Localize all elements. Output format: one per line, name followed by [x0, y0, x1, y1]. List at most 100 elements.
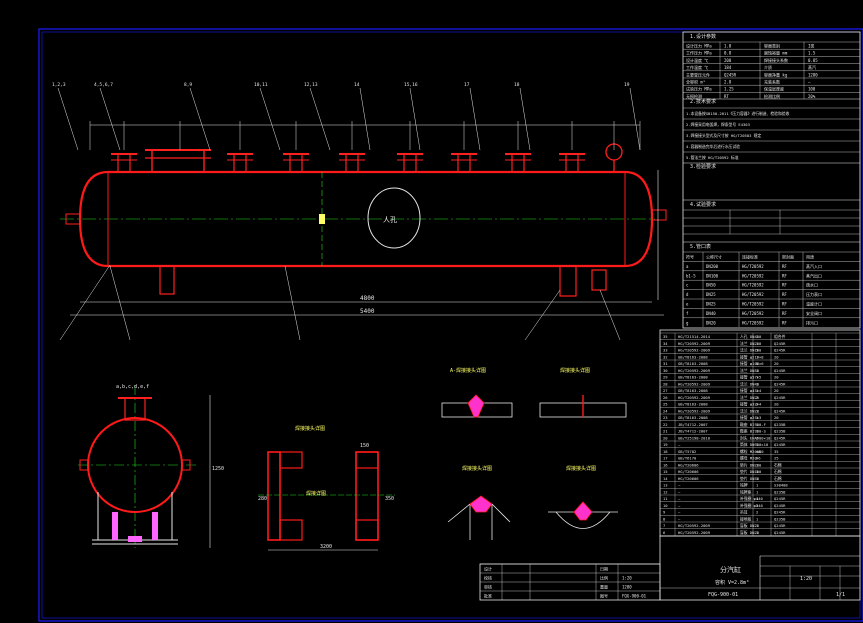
- leader-label: 1,2,3: [52, 82, 66, 88]
- design-cell: 0.85: [808, 58, 818, 63]
- nozzle-cell: 蒸汽出口: [806, 272, 822, 278]
- nozzle-cell: RF: [782, 320, 787, 325]
- sig-cell: 比例: [600, 575, 608, 581]
- bottom-drain-right: [559, 265, 577, 297]
- parts-cell: 1: [756, 354, 759, 359]
- parts-cell: 吊耳: [740, 510, 748, 515]
- parts-cell: 1: [756, 388, 759, 393]
- top-nozzle: [233, 153, 247, 173]
- weld-c-title: 焊接接头详图: [462, 465, 492, 472]
- sig-cell: 1:20: [622, 576, 632, 581]
- parts-cell: 15: [663, 469, 668, 474]
- parts-cell: —: [678, 510, 681, 515]
- top-nozzle: [117, 153, 131, 173]
- weld-a-bead: [467, 394, 485, 418]
- leader-line: [359, 87, 371, 151]
- parts-cell: 19: [663, 442, 668, 447]
- parts-cell: 封头 EHA900×10: [740, 435, 771, 440]
- nozzle-cell: HG/T20592: [742, 283, 764, 288]
- design-cell: 检测比例: [764, 93, 780, 99]
- saddle-web-2: [152, 512, 158, 540]
- parts-cell: 5: [756, 361, 758, 366]
- leader-label: 10,11: [254, 82, 268, 88]
- nozzle-cell: DN20: [706, 320, 716, 325]
- sig-cell: 校核: [484, 575, 492, 581]
- parts-cell: 接管 φ32×4: [740, 402, 762, 407]
- inner-frame: [41, 31, 861, 619]
- parts-cell: GB/T8163-2008: [678, 415, 708, 420]
- nozzle-cell: RF: [782, 264, 787, 269]
- parts-cell: 16: [663, 462, 668, 467]
- parts-cell: HG/T20606: [678, 462, 699, 467]
- nozzle-cell: 温度计口: [806, 301, 822, 307]
- parts-cell: 2: [756, 435, 758, 440]
- design-cell: 蒸汽: [808, 64, 816, 70]
- parts-cell: Q245R: [774, 496, 786, 501]
- leader-line: [189, 87, 211, 151]
- side-dim-text: 1250: [212, 466, 224, 472]
- leader-line-bottom: [109, 265, 131, 341]
- parts-cell: HG/T20606: [678, 476, 699, 481]
- parts-cell: 垫片 DN50: [740, 476, 760, 481]
- nozzle-cell: d: [686, 292, 689, 297]
- tech-cell: 4.容器制造完毕后进行水压试验: [686, 144, 740, 149]
- parts-cell: 1: [756, 476, 759, 481]
- parts-cell: 鞍座 BI900-S: [740, 429, 767, 434]
- parts-cell: 27: [663, 388, 668, 393]
- leader-label: 17: [464, 82, 470, 88]
- parts-cell: 补强圈 φ440: [740, 496, 764, 501]
- design-data-title: 1.设计参数: [690, 33, 716, 40]
- parts-cell: 补强圈 φ240: [740, 503, 764, 508]
- inlet-nozzle: [151, 149, 205, 173]
- nozzle-cell: DN25: [706, 302, 716, 307]
- parts-cell: 20: [774, 402, 779, 407]
- parts-cell: —: [678, 489, 681, 494]
- parts-cell: 接管 φ219×8: [740, 354, 764, 359]
- nozzle-cell: 连接标准: [742, 254, 758, 260]
- parts-cell: 14: [663, 476, 668, 481]
- parts-cell: GB/T8163-2008: [678, 402, 708, 407]
- nozzle-cell: HG/T20592: [742, 292, 764, 297]
- parts-cell: 1: [756, 489, 759, 494]
- manhole-label: 人孔: [383, 216, 397, 224]
- design-cell: I类: [808, 43, 814, 49]
- parts-cell: 5: [756, 503, 758, 508]
- parts-cell: —: [678, 516, 681, 521]
- sig-cell: 审核: [484, 584, 492, 590]
- detail-left-plate: [267, 451, 281, 541]
- parts-cell: 接管 φ25×3: [740, 415, 761, 420]
- parts-cell: 1: [756, 496, 759, 501]
- parts-cell: HG/T20592-2009: [678, 341, 711, 346]
- nozzle-cell: b1-5: [686, 273, 696, 278]
- design-cell: 100: [808, 87, 816, 92]
- design-cell: 主要受压元件: [686, 71, 710, 77]
- parts-cell: HG/T20606: [678, 469, 699, 474]
- parts-cell: 20: [774, 375, 779, 380]
- parts-cell: HG/T20592-2009: [678, 408, 711, 413]
- design-cell: 2.8: [724, 80, 732, 85]
- parts-cell: HG/T20592-2009: [678, 368, 711, 373]
- nozzle-cell: 符号: [686, 254, 694, 260]
- parts-cell: 22: [663, 422, 668, 427]
- parts-cell: 1: [756, 381, 759, 386]
- parts-cell: 10: [663, 503, 668, 508]
- design-cell: 充装系数: [764, 79, 780, 85]
- parts-cell: Q245R: [774, 341, 786, 346]
- top-nozzle-group: [111, 153, 585, 173]
- nozzle-cell: HG/T20592: [742, 320, 764, 325]
- side-nozzle-left: [79, 459, 89, 471]
- center-mark: [319, 214, 325, 224]
- nozzle-cell: DN50: [706, 283, 716, 288]
- side-saddle: [92, 492, 178, 545]
- parts-cell: 48: [756, 449, 761, 454]
- parts-cell: Q245R: [774, 348, 786, 353]
- leader-line: [99, 87, 121, 151]
- leader-line-bottom: [524, 289, 561, 341]
- parts-cell: 螺母 M20: [740, 456, 757, 461]
- test-grid: [683, 209, 860, 243]
